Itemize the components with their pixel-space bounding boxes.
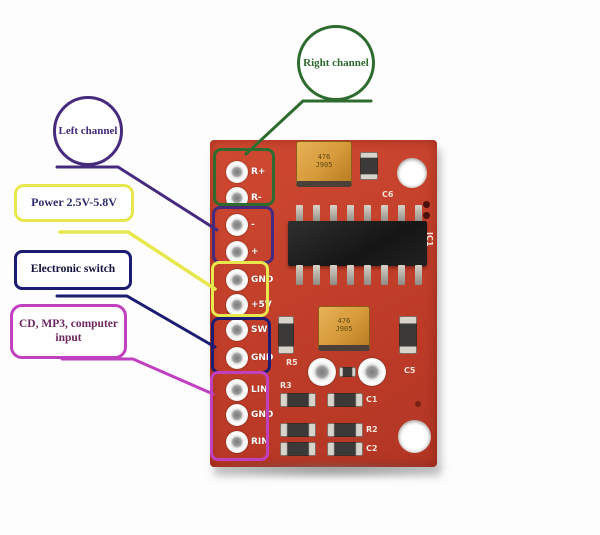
callout-power: Power 2.5V-5.8V	[14, 184, 134, 222]
solder-pad-sw	[226, 319, 248, 341]
marker-right-channel-pins	[213, 148, 275, 206]
solder-pad-lin	[226, 379, 248, 401]
ic-lead	[296, 205, 303, 223]
through-hole-pad	[308, 358, 336, 386]
ic-body	[288, 221, 427, 273]
smd-component	[278, 316, 294, 354]
via-hole	[415, 401, 421, 407]
smd-component	[360, 152, 378, 180]
silkscreen-r3: R3	[280, 381, 292, 390]
pad-label: +5V	[251, 300, 272, 310]
tantalum-capacitor-top: 476 J905	[296, 141, 352, 187]
silkscreen-c6: C6	[382, 190, 394, 199]
solder-pad-l-plus	[226, 241, 248, 263]
pad-label: GND	[251, 410, 274, 420]
ic-lead	[364, 205, 371, 223]
ic-lead	[347, 205, 354, 223]
capacitor-marking: J905	[315, 160, 333, 169]
smd-component	[327, 393, 363, 407]
silkscreen-r2: R2	[366, 425, 378, 434]
pad-label: R-	[251, 193, 262, 203]
tantalum-capacitor-bottom: 476 J905	[318, 306, 370, 351]
solder-pad-5v	[226, 294, 248, 316]
ic-lead	[296, 265, 303, 285]
marker-audio-input-pins	[210, 371, 269, 461]
ic-lead	[415, 265, 422, 285]
ic-lead	[330, 265, 337, 285]
smd-component	[280, 442, 316, 456]
marker-power-pins	[211, 261, 269, 317]
callout-label-audio-input: CD, MP3, computer input	[18, 318, 118, 344]
ic-lead	[313, 265, 320, 285]
via-hole	[423, 201, 430, 208]
marker-switch-pins	[211, 317, 271, 374]
pad-label: GND	[251, 275, 274, 285]
callout-label-electronic-switch: Electronic switch	[30, 263, 116, 276]
through-hole-pad	[358, 358, 386, 386]
pad-label: +	[251, 247, 259, 257]
silkscreen-c1: C1	[366, 395, 378, 404]
solder-pad-gnd-2	[226, 347, 248, 369]
ic-lead	[398, 205, 405, 223]
ic-lead	[381, 205, 388, 223]
solder-pad-gnd-1	[226, 269, 248, 291]
capacitor-marking: 476	[337, 317, 351, 326]
solder-pad-rin	[226, 431, 248, 453]
callout-electronic-switch: Electronic switch	[14, 250, 132, 290]
silkscreen-r5: R5	[286, 358, 298, 367]
mounting-hole-bottom	[398, 420, 431, 453]
pad-label: GND	[251, 353, 274, 363]
mounting-hole-top	[397, 158, 427, 188]
smd-component	[327, 423, 363, 437]
silkscreen-c5: C5	[404, 366, 416, 375]
marker-left-channel-pins	[212, 206, 274, 264]
silkscreen-c2: C2	[366, 444, 378, 453]
smd-component	[339, 367, 356, 377]
capacitor-marking: 476	[317, 152, 331, 161]
smd-component	[327, 442, 363, 456]
smd-component	[280, 393, 316, 407]
pad-label: LIN	[251, 385, 268, 395]
solder-pad-gnd-3	[226, 404, 248, 426]
capacitor-marking: J905	[335, 325, 353, 333]
amplifier-ic-chip	[288, 205, 427, 285]
callout-label-left-channel: Left channel	[58, 124, 118, 137]
smd-component	[399, 316, 417, 354]
pad-label: SW	[251, 325, 268, 335]
ic-lead	[381, 265, 388, 285]
via-hole	[423, 212, 430, 219]
ic-lead	[313, 205, 320, 223]
silkscreen-ic1: IC1	[425, 232, 434, 247]
callout-right-channel: Right channel	[297, 25, 375, 101]
pad-label: R+	[251, 167, 266, 177]
pad-label: RIN	[251, 437, 269, 447]
smd-component	[280, 423, 316, 437]
ic-lead	[330, 205, 337, 223]
ic-lead	[415, 205, 422, 223]
callout-audio-input: CD, MP3, computer input	[10, 304, 127, 359]
ic-lead	[364, 265, 371, 285]
callout-line-audio-input	[60, 357, 215, 396]
callout-left-channel: Left channel	[53, 96, 123, 166]
board-shadow	[214, 464, 446, 478]
callout-label-right-channel: Right channel	[303, 56, 369, 69]
ic-lead	[398, 265, 405, 285]
pcb-board: R+ R- - + GND +5V SW GND LIN GND RIN 476…	[210, 140, 437, 467]
ic-lead	[347, 265, 354, 285]
solder-pad-r-plus	[226, 161, 248, 183]
pad-label: -	[251, 220, 255, 230]
callout-label-power: Power 2.5V-5.8V	[31, 195, 117, 210]
solder-pad-l-minus	[226, 214, 248, 236]
